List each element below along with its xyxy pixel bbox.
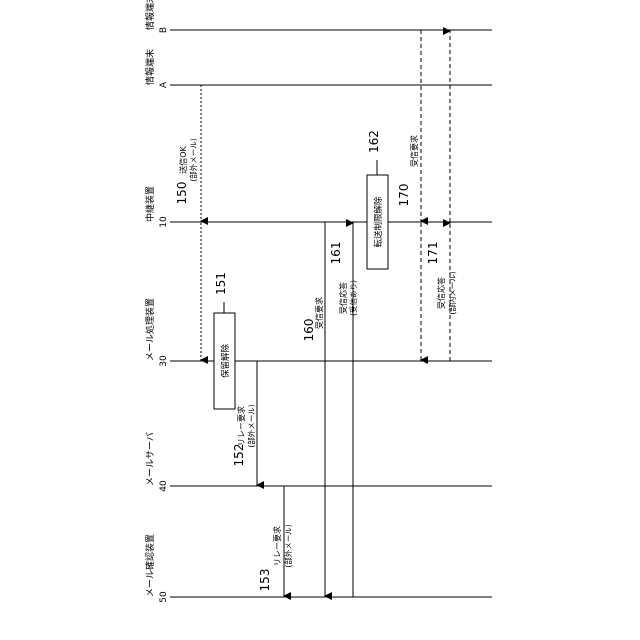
message-sub: (部外メール): [188, 138, 198, 181]
message-label: リレー要求: [272, 526, 282, 566]
message-ref: 153: [258, 569, 272, 592]
process-ref: 151: [214, 272, 228, 295]
message-label: 受信応答: [338, 282, 348, 314]
process-label: 保留解除: [220, 344, 231, 379]
message-sub: (部外メール): [246, 404, 256, 447]
process-ref: 162: [367, 130, 381, 153]
lifeline-name: 中継装置: [144, 186, 156, 222]
message-label: リレー要求: [236, 406, 246, 446]
message-label: 受信応答: [436, 277, 446, 309]
message-sub: (部内メール): [447, 271, 457, 314]
message-ref: 170: [397, 184, 411, 207]
lifeline-terminal-b: 情報端末 B: [144, 0, 492, 33]
process-162: 転送制限解除 162: [367, 130, 388, 269]
lifeline-terminal-a: 情報端末 A: [144, 49, 492, 88]
lifeline-name: 情報端末: [144, 49, 156, 85]
lifeline-mail-check-device: メール確認装置 50: [144, 534, 492, 603]
message-label: 送信OK: [178, 145, 188, 173]
lifeline-name: メールサーバ: [145, 432, 156, 486]
lifeline-mail-server: メールサーバ 40: [145, 432, 492, 492]
lifeline-name: メール確認装置: [144, 534, 156, 597]
lifeline-code: B: [159, 27, 169, 33]
message-sub: (部外メール): [283, 524, 293, 567]
process-151: 保留解除 151: [214, 272, 235, 409]
message-sub: (受信あり): [348, 280, 358, 316]
message-160: 160 受信要求: [302, 222, 325, 596]
lifeline-code: A: [159, 81, 169, 88]
message-153: 153 リレー要求 (部外メール): [258, 486, 293, 596]
lifeline-code: 10: [159, 216, 169, 228]
lifeline-name: 情報端末: [144, 0, 156, 30]
message-170: 170 受信要求: [397, 30, 421, 360]
message-161: 161 受信応答 (受信あり): [329, 223, 358, 597]
lifeline-code: 50: [159, 591, 169, 603]
message-label: 受信要求: [409, 135, 419, 167]
message-ref: 171: [426, 242, 440, 265]
lifeline-name: メール処理装置: [144, 298, 156, 361]
message-152: 152 リレー要求 (部外メール): [232, 361, 257, 485]
lifeline-code: 30: [159, 355, 169, 367]
lifeline-relay-device: 中継装置 10: [144, 186, 492, 228]
message-ref: 161: [329, 242, 343, 265]
message-ref: 160: [302, 319, 316, 342]
process-label: 転送制限解除: [373, 196, 384, 248]
message-171: 171 受信応答 (部内メール): [426, 31, 457, 361]
message-ref: 150: [175, 182, 189, 205]
message-label: 受信要求: [314, 297, 324, 329]
lifeline-code: 40: [159, 480, 169, 492]
